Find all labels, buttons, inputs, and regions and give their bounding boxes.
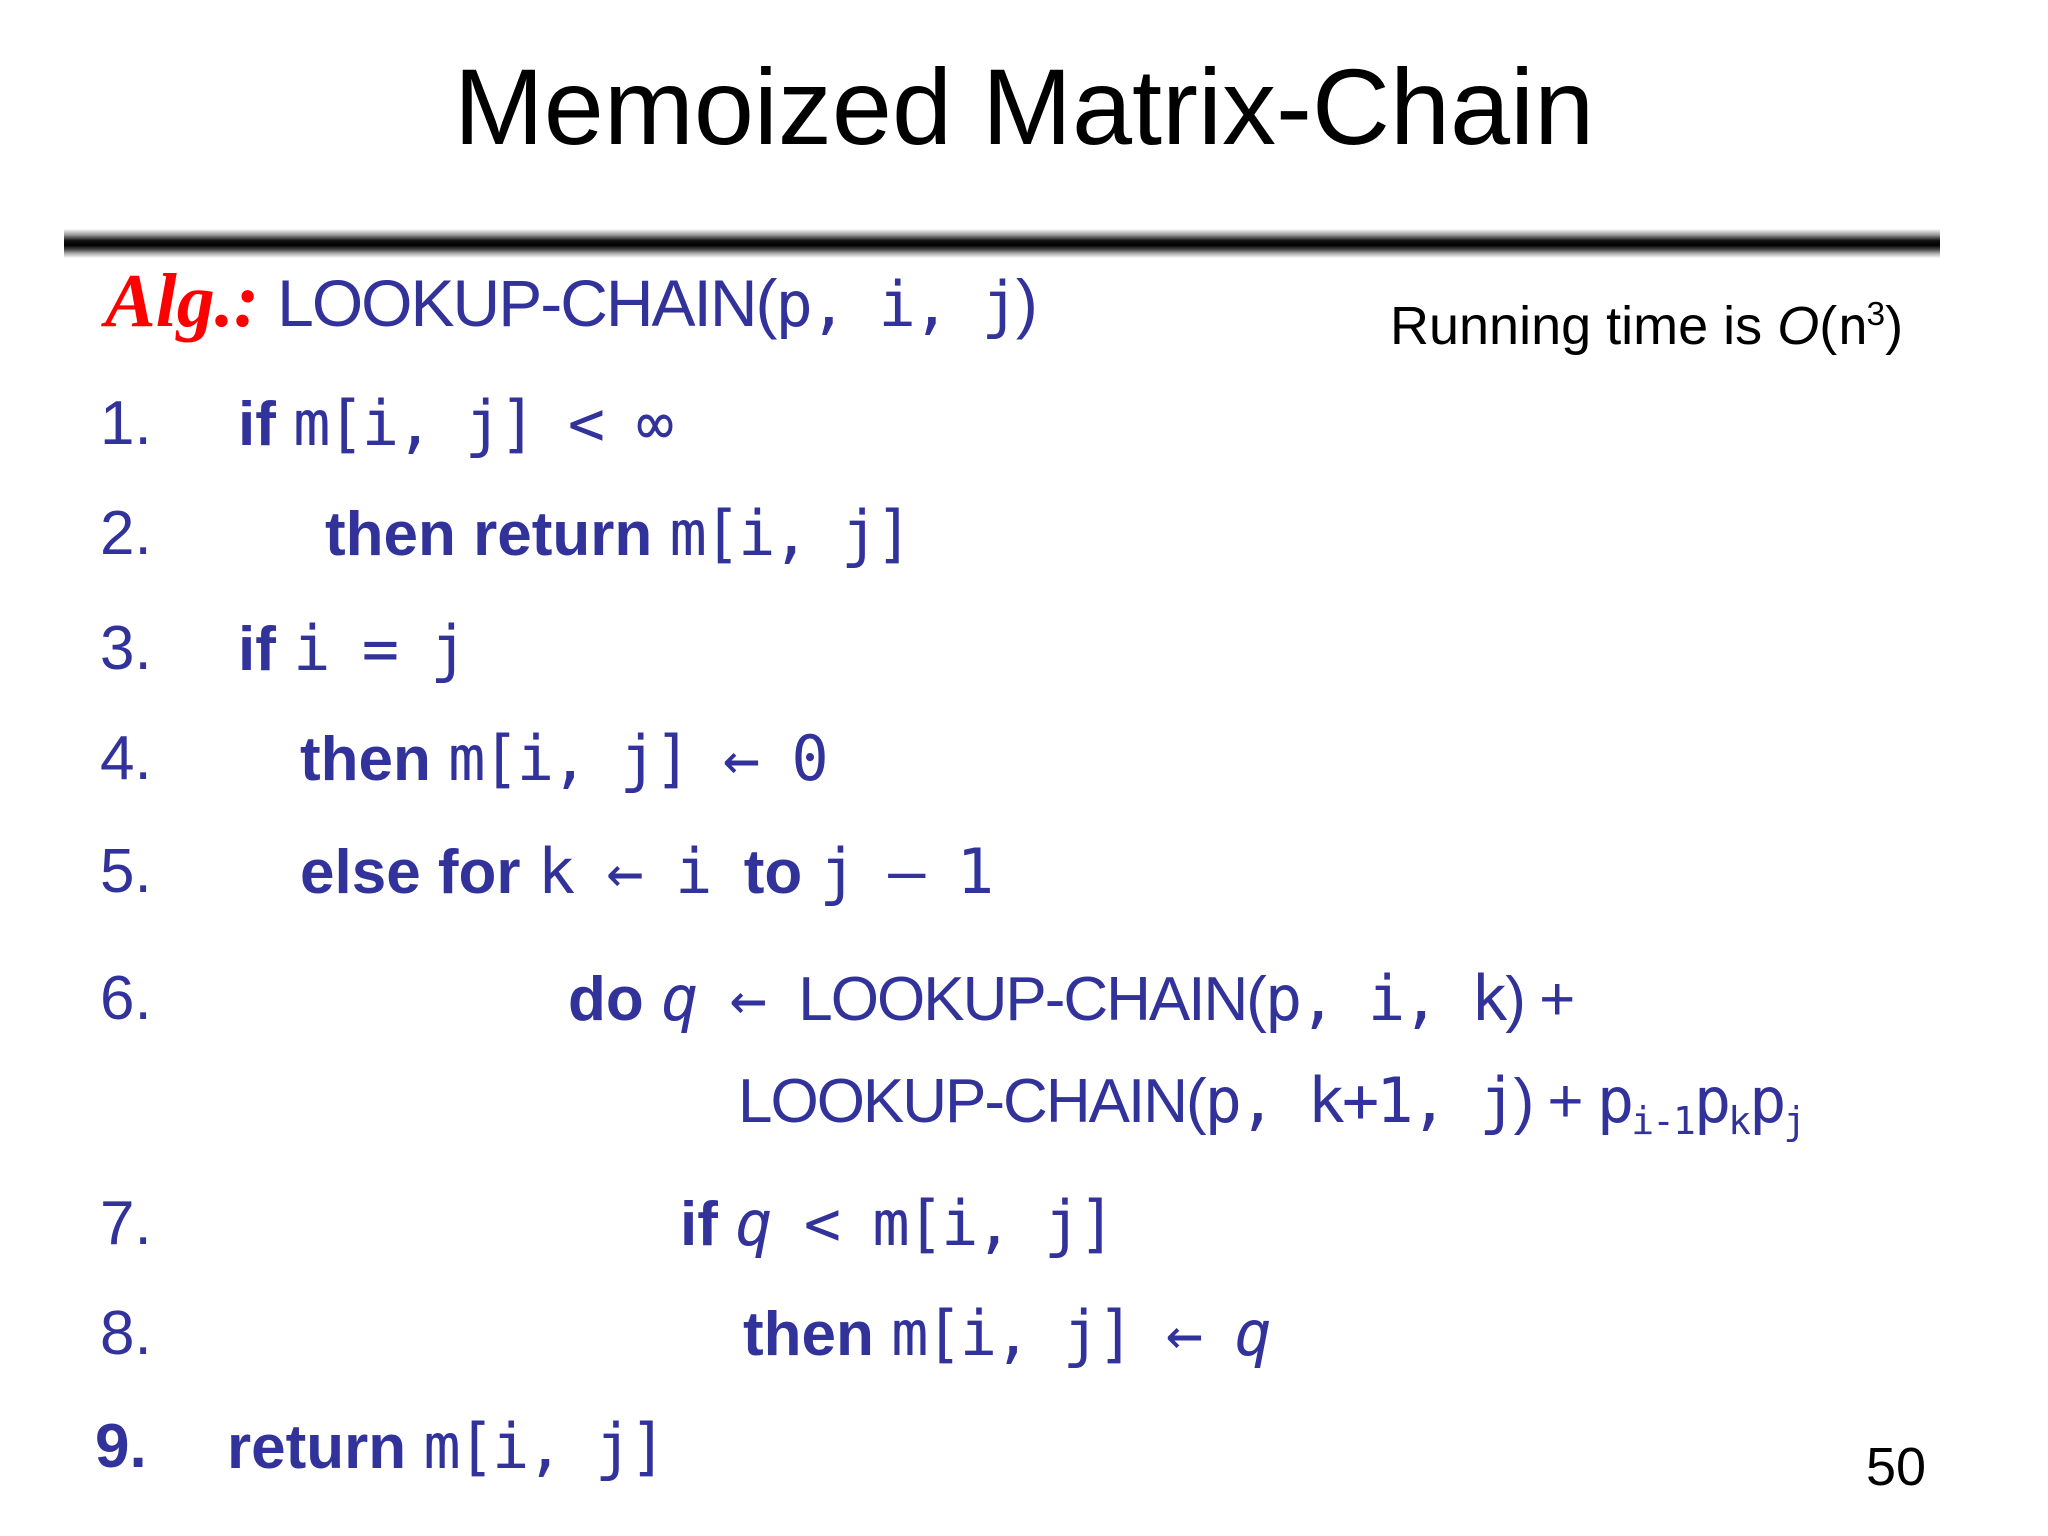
code-text: ← [695, 962, 799, 1035]
code-text: m[i, j] ← 0 [448, 722, 829, 795]
page-number: 50 [1866, 1437, 1927, 1497]
line-number: 8. [100, 1299, 152, 1368]
line-number: 4. [100, 724, 152, 793]
slide-title: Memoized Matrix-Chain [453, 46, 1595, 167]
code-text: m[i, j] [669, 497, 912, 570]
code-keyword: to [743, 838, 820, 907]
algorithm-header: Alg.:LOOKUP-CHAIN(p, i, j) [105, 258, 1038, 345]
code-text: m[i, j] [423, 1410, 666, 1483]
complexity-exponent: 3 [1866, 296, 1886, 333]
code-var-q: q [1234, 1297, 1271, 1370]
line-number: 3. [100, 614, 152, 683]
title-divider [64, 229, 1940, 258]
big-o: O [1777, 296, 1820, 356]
procedure-call: LOOKUP-CHAIN( [738, 1067, 1207, 1136]
code-keyword: then [300, 725, 449, 794]
line-number: 7. [100, 1189, 152, 1258]
procedure-call: ) + [1513, 1067, 1597, 1136]
code-var-q: q [660, 962, 698, 1035]
code-text: j – 1 [819, 835, 995, 908]
subscript: i-1 [1631, 1099, 1696, 1143]
code-keyword: then return [325, 500, 670, 569]
line-number: 1. [100, 389, 152, 458]
subscript: j [1783, 1099, 1806, 1143]
code-var-q: q [735, 1187, 772, 1260]
alg-signature-name: LOOKUP-CHAIN( [277, 266, 777, 340]
line-number: 9. [95, 1412, 147, 1481]
code-var-p: p [1596, 1064, 1634, 1137]
code-keyword: return [227, 1413, 424, 1482]
code-text: p, i, k [1264, 962, 1508, 1035]
alg-signature-params: p, i, j [775, 268, 1019, 341]
code-text: m[i, j] ← [891, 1297, 1235, 1370]
code-text: i = j [293, 612, 468, 685]
code-var-p: p [1749, 1064, 1786, 1137]
running-time: Running time is O(n3) [1390, 296, 1904, 357]
procedure-call: LOOKUP-CHAIN( [798, 965, 1267, 1034]
code-keyword: else for [300, 838, 538, 907]
code-keyword: if [238, 615, 294, 684]
procedure-call: ) + [1505, 965, 1575, 1034]
code-text: < m[i, j] [769, 1187, 1116, 1260]
code-keyword: if [238, 390, 294, 459]
complexity-var: n [1837, 297, 1868, 357]
code-keyword: then [743, 1300, 892, 1369]
code-var-p: p [1693, 1064, 1731, 1137]
code-keyword: if [680, 1190, 736, 1259]
running-time-text: Running time is [1390, 296, 1778, 356]
code-text: p, k+1, j [1204, 1064, 1517, 1137]
alg-label: Alg.: [105, 259, 260, 343]
code-text: k ← i [537, 835, 744, 908]
code-keyword: do [568, 965, 661, 1034]
line-number: 6. [100, 964, 152, 1033]
code-text: m[i, j] < ∞ [293, 387, 674, 460]
alg-signature-close: ) [1015, 266, 1038, 340]
line-number: 2. [100, 499, 152, 568]
line-number: 5. [100, 837, 152, 906]
subscript: k [1728, 1099, 1751, 1143]
